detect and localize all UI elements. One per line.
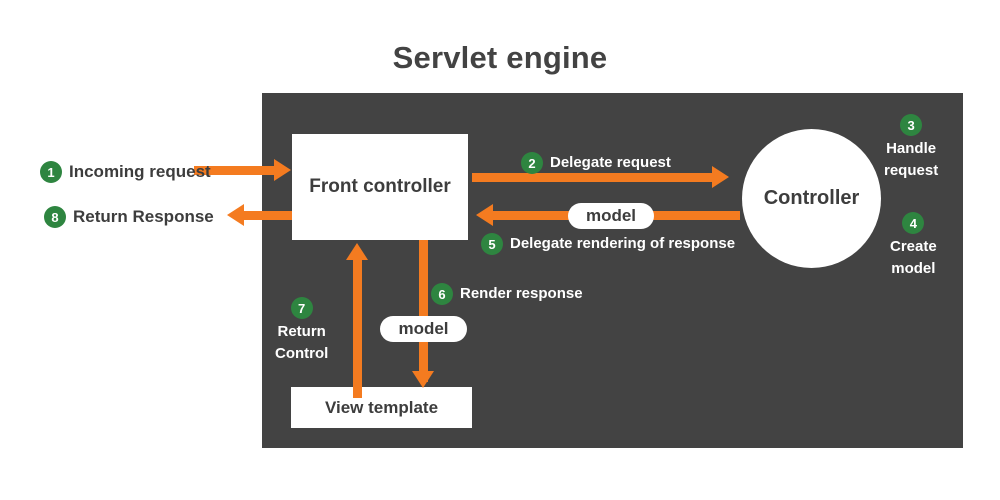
step-badge-3: 3 bbox=[900, 114, 923, 136]
step-label-3-handle-request: 3 Handle request bbox=[884, 114, 938, 179]
step-text-4-line2: model bbox=[891, 259, 936, 277]
node-front-controller[interactable]: Front controller bbox=[292, 134, 468, 240]
node-controller[interactable]: Controller bbox=[742, 129, 881, 268]
step-label-1-incoming-request: 1 Incoming request bbox=[40, 161, 211, 183]
step-badge-7: 7 bbox=[290, 297, 313, 319]
arrow-incoming-request-shaft bbox=[194, 166, 274, 175]
arrow-render-response-shaft bbox=[419, 240, 428, 382]
step-text-1: Incoming request bbox=[69, 161, 211, 181]
node-view-template[interactable]: View template bbox=[291, 387, 472, 428]
step-label-8-return-response: 8 Return Response bbox=[44, 206, 214, 228]
step-label-7-return-control: 7 Return Control bbox=[275, 297, 328, 362]
arrow-return-control-head bbox=[346, 243, 368, 260]
step-label-2-delegate-request: 2 Delegate request bbox=[521, 152, 671, 174]
arrow-delegate-request-head bbox=[712, 166, 729, 188]
step-text-3-line2: request bbox=[884, 161, 939, 179]
arrow-delegate-request-shaft bbox=[472, 173, 712, 182]
step-label-6-render-response: 6 Render response bbox=[431, 283, 583, 305]
step-text-7-line1: Return bbox=[277, 323, 326, 340]
arrow-render-response-head bbox=[412, 371, 434, 388]
model-pill-front-to-view: model bbox=[380, 316, 467, 342]
step-text-4-line1: Create bbox=[890, 238, 937, 255]
step-text-7-line2: Control bbox=[275, 344, 329, 362]
step-text-5: Delegate rendering of response bbox=[510, 235, 736, 253]
step-text-6: Render response bbox=[460, 285, 583, 303]
step-badge-2: 2 bbox=[521, 152, 543, 174]
arrow-return-response-head bbox=[227, 204, 244, 226]
model-pill-controller-to-front: model bbox=[568, 203, 654, 229]
arrow-incoming-request-head bbox=[274, 159, 291, 181]
arrow-return-response-shaft bbox=[244, 211, 292, 220]
step-text-3-line1: Handle bbox=[886, 140, 937, 157]
step-badge-4: 4 bbox=[902, 212, 925, 234]
step-badge-8: 8 bbox=[44, 206, 66, 228]
step-text-2: Delegate request bbox=[550, 154, 671, 172]
step-label-4-create-model: 4 Create model bbox=[890, 212, 937, 277]
step-badge-5: 5 bbox=[481, 233, 503, 255]
step-badge-1: 1 bbox=[40, 161, 62, 183]
arrow-delegate-rendering-head bbox=[476, 204, 493, 226]
step-badge-6: 6 bbox=[431, 283, 453, 305]
arrow-return-control-shaft bbox=[353, 258, 362, 398]
page-title: Servlet engine bbox=[392, 40, 608, 75]
step-label-5-delegate-rendering: 5 Delegate rendering of response bbox=[481, 233, 735, 255]
step-text-8: Return Response bbox=[73, 206, 214, 226]
